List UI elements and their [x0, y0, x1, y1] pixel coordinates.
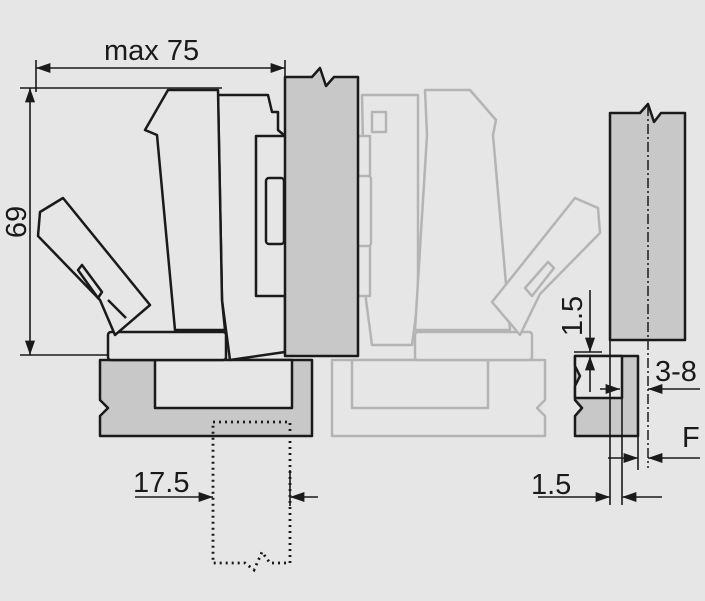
range-label: 3-8	[655, 356, 697, 388]
drill-hole-outline	[211, 420, 292, 573]
height-label: 69	[1, 206, 33, 238]
door-panel	[283, 66, 360, 358]
hinge-closed	[36, 88, 288, 362]
hinge-base	[106, 330, 228, 362]
plate-offset-label: 1.5	[557, 296, 589, 336]
mounting-plate	[153, 358, 294, 410]
faded-hinge-base	[413, 330, 534, 362]
drill-offset-label: 17.5	[133, 467, 189, 499]
faded-hinge-open	[330, 88, 602, 438]
hinge-wing	[36, 196, 152, 337]
cabinet-side-section	[98, 358, 314, 438]
overlay-label: F	[682, 422, 700, 454]
detail-plate	[573, 354, 624, 400]
faded-hinge-arm	[413, 88, 512, 332]
detail-cabinet	[573, 354, 640, 438]
edge-offset-label: 1.5	[531, 469, 571, 501]
hinge-arm	[143, 88, 227, 332]
faded-hinge-body	[360, 93, 420, 347]
faded-mounting-plate	[350, 358, 490, 410]
max-width-label: max 75	[104, 35, 199, 67]
dimension-lines	[20, 60, 700, 506]
